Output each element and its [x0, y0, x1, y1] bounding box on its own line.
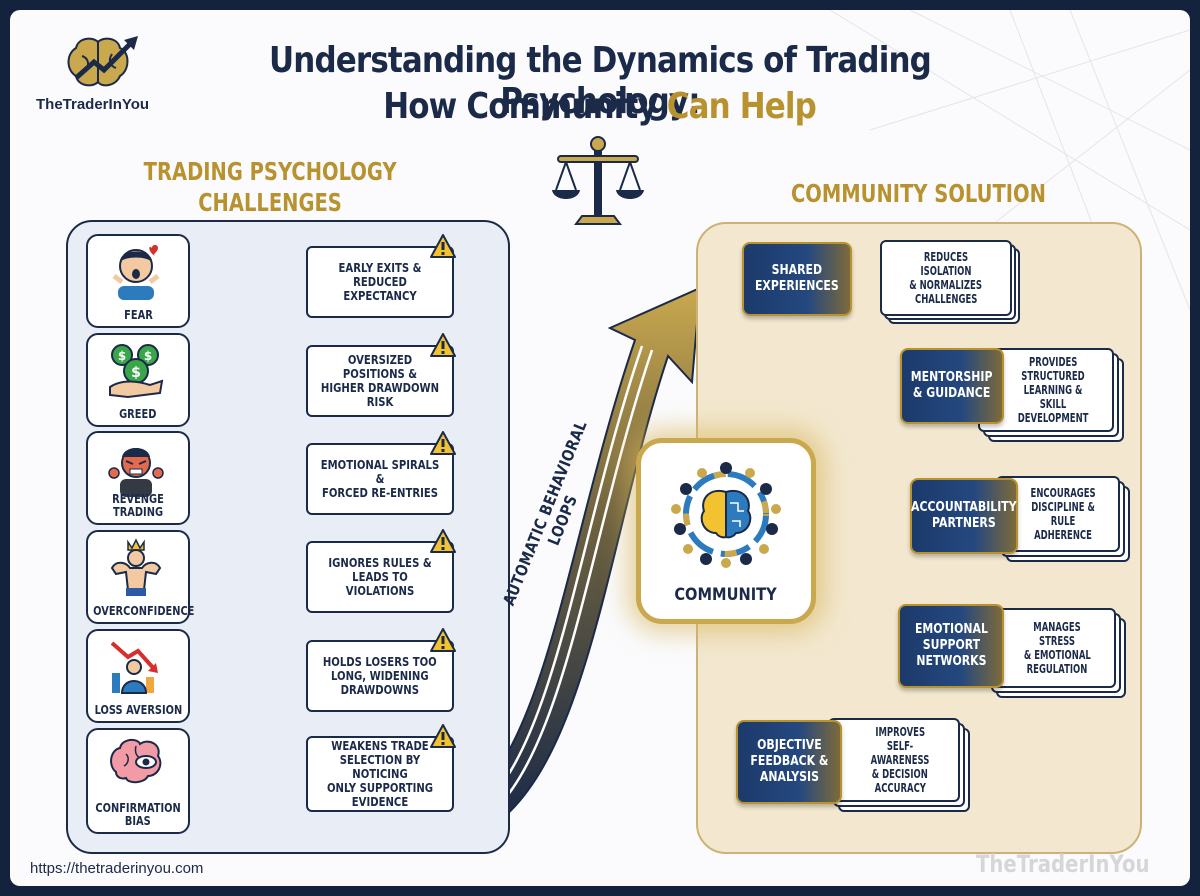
warning-triangle-icon [430, 724, 456, 748]
challenge-revenge-card: REVENGE TRADING [86, 431, 190, 525]
brain-with-eye-icon [110, 738, 162, 784]
warning-triangle-icon [430, 333, 456, 357]
challenge-label: FEAR [123, 308, 153, 322]
warning-triangle-icon [430, 431, 456, 455]
effect-box: EARLY EXITS &REDUCED EXPECTANCY [306, 246, 454, 318]
challenge-label: GREED [119, 407, 157, 421]
effect-box: EMOTIONAL SPIRALS &FORCED RE-ENTRIES [306, 443, 454, 515]
challenge-greed-card: $ $ $ GREED [86, 333, 190, 427]
warning-triangle-icon [430, 628, 456, 652]
challenge-loss-aversion-card: LOSS AVERSION [86, 629, 190, 723]
solution-section-title: COMMUNITY SOLUTION [790, 179, 1046, 208]
challenge-overconfidence-card: OVERCONFIDENCE [86, 530, 194, 624]
community-circle-brain-icon [671, 462, 781, 568]
footer-watermark: TheTraderInYou [976, 850, 1150, 878]
svg-text:$: $ [131, 365, 141, 381]
behavioral-loops-arrow [470, 286, 702, 824]
community-label: COMMUNITY [674, 585, 778, 605]
effect-box: IGNORES RULES &LEADS TO VIOLATIONS [306, 541, 454, 613]
brand-name: TheTraderInYou [36, 96, 150, 113]
effect-box: OVERSIZED POSITIONS &HIGHER DRAWDOWN RIS… [306, 345, 454, 417]
challenge-label: OVERCONFIDENCE [93, 604, 195, 618]
scales-of-justice-icon [552, 136, 644, 225]
page-title-line2: How Community Can Help [383, 86, 818, 127]
brain-growth-logo-icon [67, 36, 138, 87]
person-with-falling-chart-icon [110, 641, 158, 694]
warning-triangle-icon [430, 529, 456, 553]
warning-triangle-icon [430, 234, 456, 258]
challenge-label: LOSS AVERSION [94, 703, 182, 717]
svg-text:$: $ [144, 349, 152, 363]
infographic-page: TheTraderInYou Understanding the Dynamic… [10, 10, 1190, 886]
svg-text:$: $ [118, 349, 126, 363]
challenge-fear-card: FEAR [86, 234, 190, 328]
decorative-geometric-lines [829, 10, 1190, 311]
challenge-label: REVENGE TRADING [112, 492, 164, 519]
hand-with-money-bags-icon: $ $ $ [109, 344, 164, 399]
community-hub: COMMUNITY [636, 438, 816, 624]
page-title-line1: Understanding the Dynamics of Trading Ps… [269, 40, 932, 122]
footer-url[interactable]: https://thetraderinyou.com [30, 860, 204, 877]
angry-person-icon [108, 448, 164, 497]
muscular-crowned-person-icon [110, 538, 162, 596]
fearful-person-icon [112, 245, 160, 300]
solution-mentorship-guidance: MENTORSHIP& GUIDANCE [900, 348, 1004, 424]
